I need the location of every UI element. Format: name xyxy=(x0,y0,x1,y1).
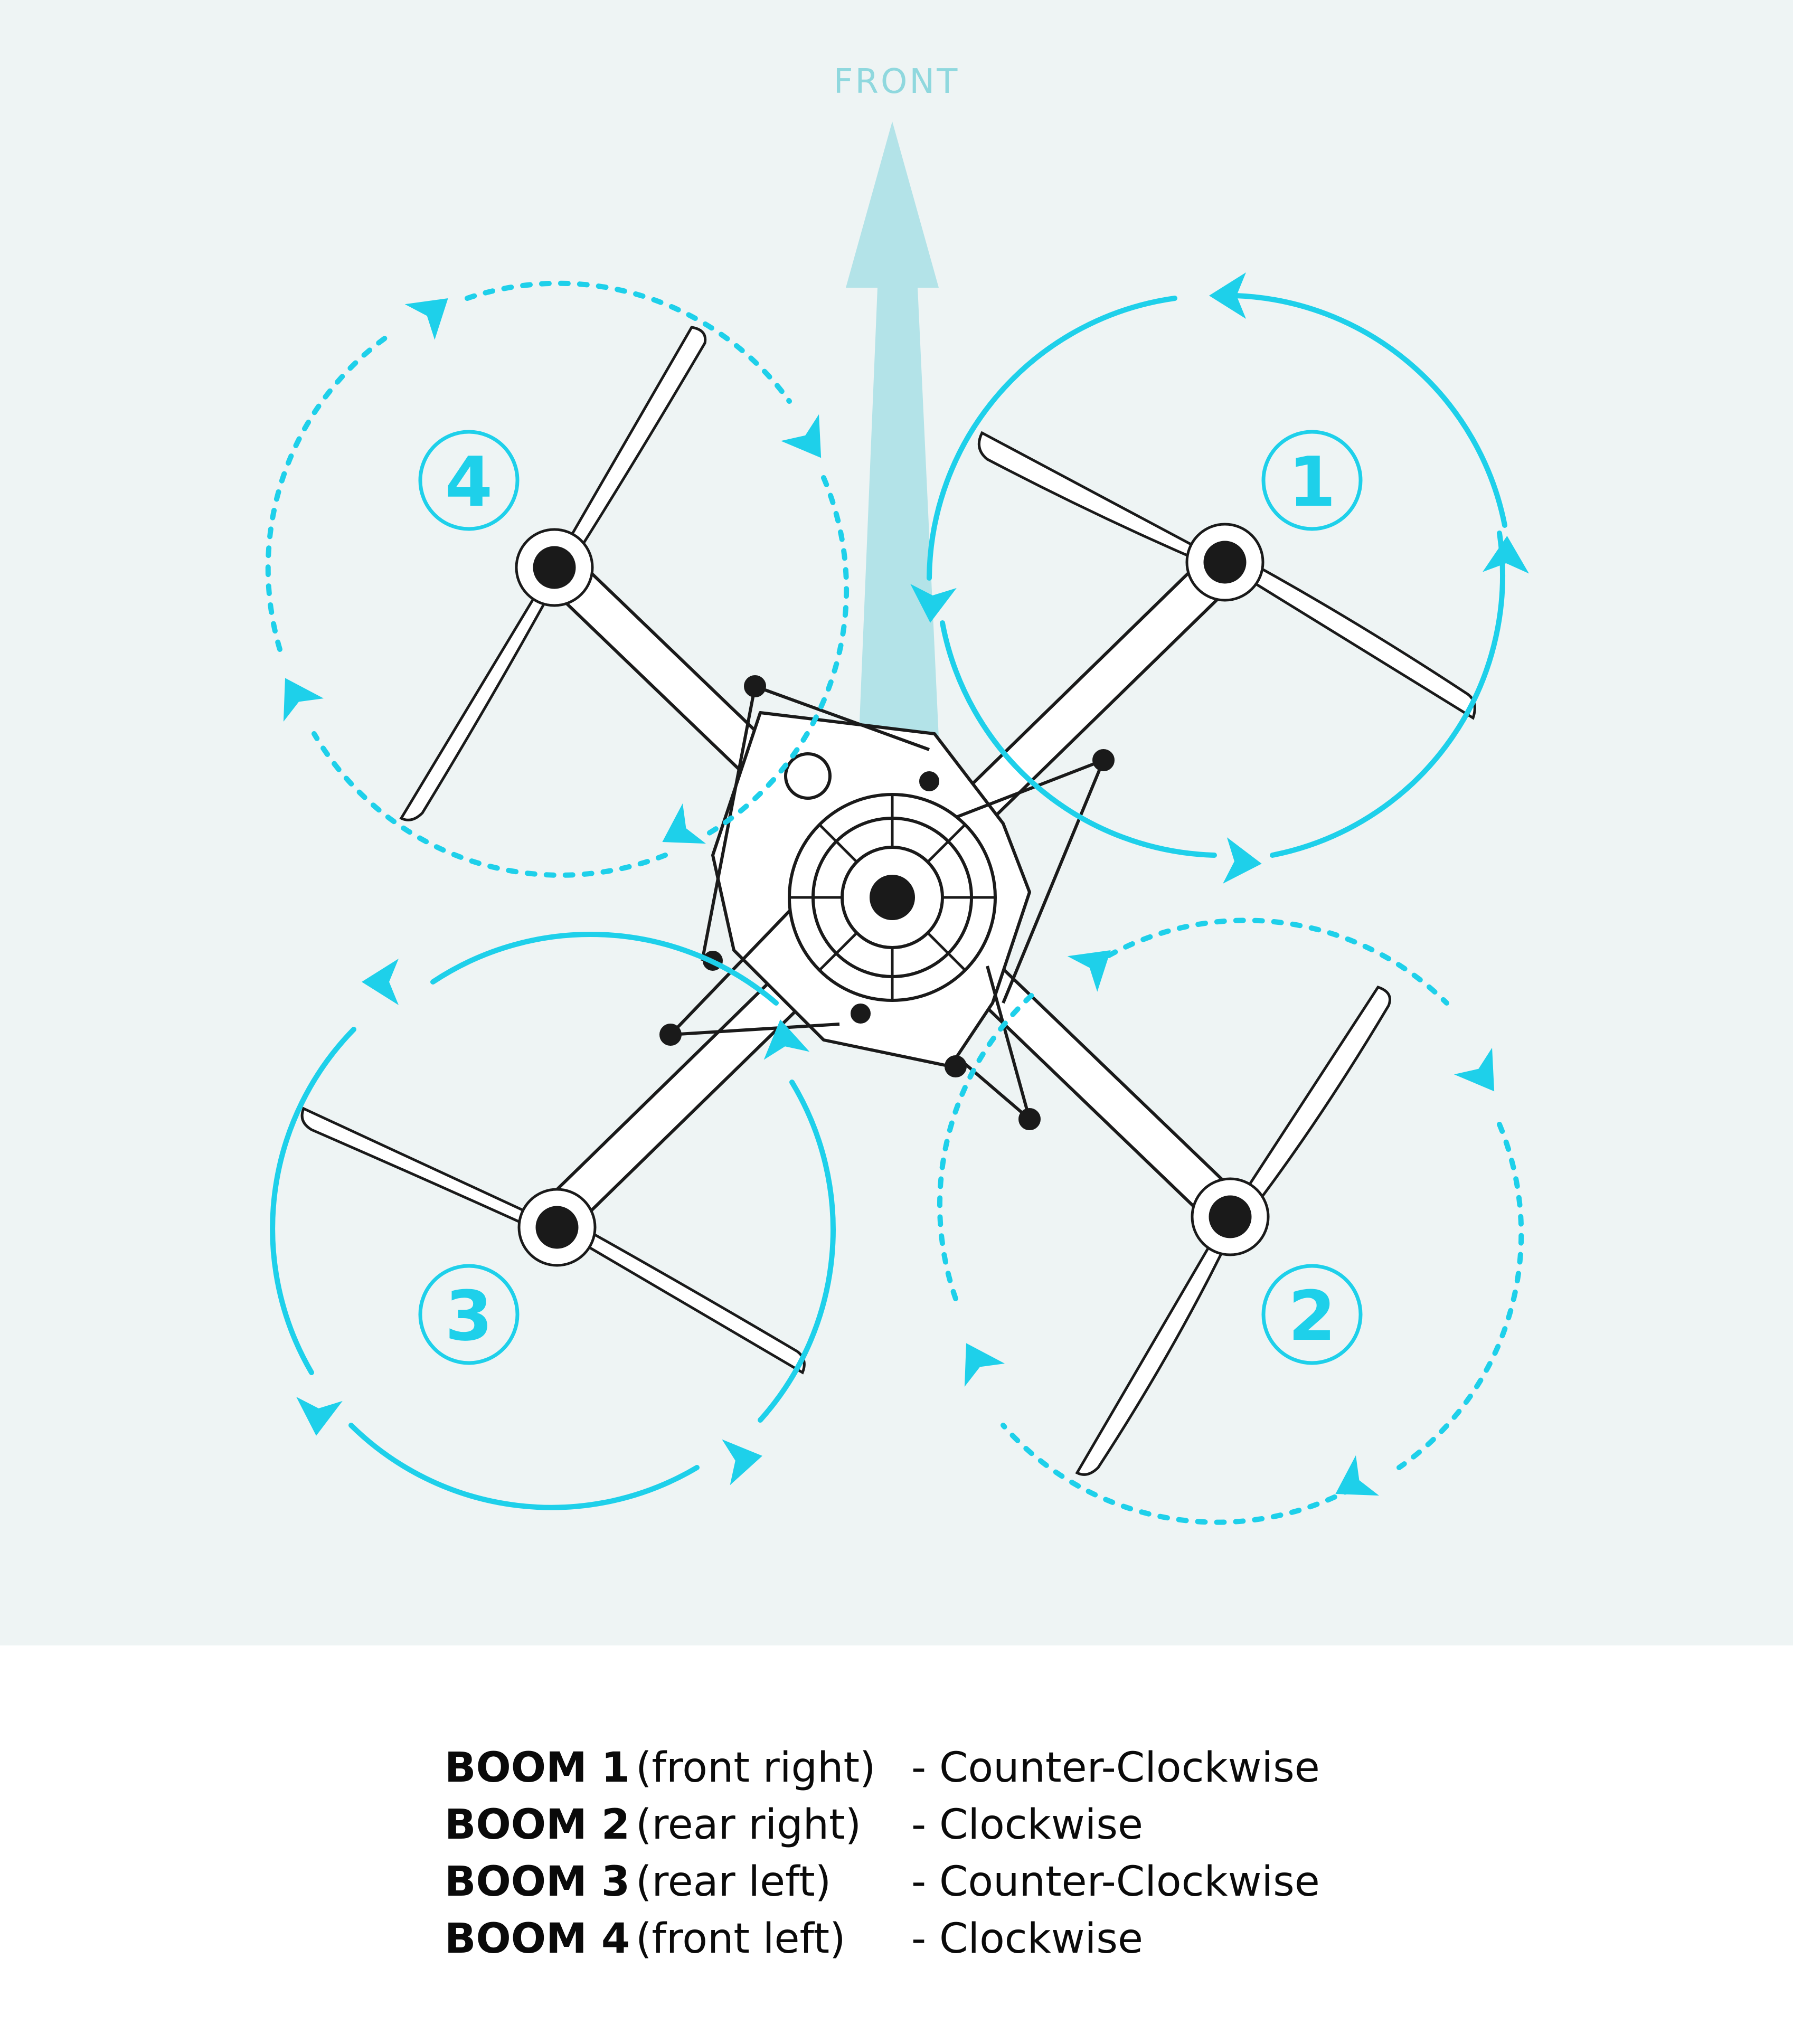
legend-boom-name: BOOM 2 xyxy=(445,1801,630,1849)
rotation-arrows-boom-3 xyxy=(270,931,836,1510)
legend-boom-direction: - Counter-Clockwise xyxy=(911,1858,1320,1906)
boom-badge-1: 1 xyxy=(1261,430,1363,531)
svg-text:2: 2 xyxy=(1288,1276,1336,1356)
legend-row-boom-1: BOOM 1 (front right) - Counter-Clockwise xyxy=(445,1739,1659,1796)
propeller-3 xyxy=(300,1106,806,1375)
svg-text:4: 4 xyxy=(445,442,493,522)
legend-boom-direction: - Clockwise xyxy=(911,1915,1143,1963)
diagram-panel: FRONT xyxy=(0,0,1793,1645)
front-label: FRONT xyxy=(833,62,960,101)
rotation-arrows-boom-2 xyxy=(937,917,1524,1525)
propeller-4 xyxy=(399,326,707,821)
svg-text:3: 3 xyxy=(445,1276,493,1356)
boom-badge-3: 3 xyxy=(418,1264,520,1365)
legend-row-boom-2: BOOM 2 (rear right) - Clockwise xyxy=(445,1796,1659,1853)
rotation-arrows-boom-4 xyxy=(265,280,850,878)
propeller-1 xyxy=(977,431,1476,720)
legend-boom-name: BOOM 3 xyxy=(445,1858,630,1906)
legend-boom-position: (rear right) xyxy=(636,1801,862,1849)
boom-badge-2: 2 xyxy=(1261,1264,1363,1365)
svg-text:1: 1 xyxy=(1288,442,1336,522)
legend-boom-position: (rear left) xyxy=(636,1858,832,1906)
legend-boom-name: BOOM 4 xyxy=(445,1915,630,1963)
propeller-2 xyxy=(1075,986,1391,1476)
legend-boom-position: (front right) xyxy=(636,1744,876,1792)
legend-boom-position: (front left) xyxy=(636,1915,846,1963)
legend-boom-direction: - Clockwise xyxy=(911,1801,1143,1849)
rotation-arrows-boom-1 xyxy=(927,293,1507,858)
legend-boom-direction: - Counter-Clockwise xyxy=(911,1744,1320,1792)
legend-row-boom-3: BOOM 3 (rear left) - Counter-Clockwise xyxy=(445,1853,1659,1910)
drone-top-view-diagram: 1 2 3 4 xyxy=(265,121,1531,1525)
legend-row-boom-4: BOOM 4 (front left) - Clockwise xyxy=(445,1910,1659,1967)
legend-boom-name: BOOM 1 xyxy=(445,1744,630,1792)
boom-rotation-legend: BOOM 1 (front right) - Counter-Clockwise… xyxy=(445,1739,1659,1967)
drone-frame xyxy=(528,538,1257,1241)
front-arrow xyxy=(846,121,940,760)
boom-badge-4: 4 xyxy=(418,430,520,531)
